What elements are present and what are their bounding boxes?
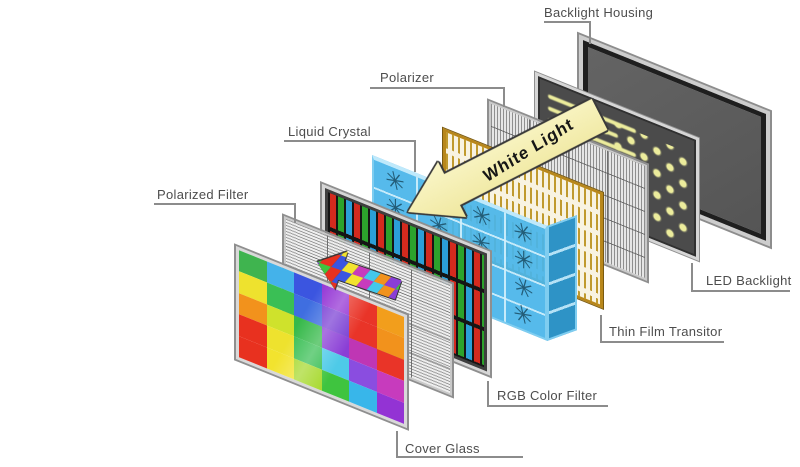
label-thin-film-transistor: Thin Film Transitor xyxy=(609,324,723,339)
leader-thin-film-transistor xyxy=(600,341,724,343)
liquid-crystal-side-face xyxy=(547,215,577,341)
leader-thin-film-transistor xyxy=(600,315,602,341)
leader-liquid-crystal xyxy=(414,140,416,172)
label-polarizer: Polarizer xyxy=(380,70,434,85)
leader-liquid-crystal xyxy=(284,140,416,142)
leader-polarizer xyxy=(503,87,505,107)
label-cover-glass: Cover Glass xyxy=(405,441,480,456)
label-polarized-filter: Polarized Filter xyxy=(157,187,249,202)
leader-rgb-color-filter xyxy=(487,381,489,405)
leader-polarized-filter xyxy=(294,203,296,223)
leader-cover-glass xyxy=(396,431,398,456)
leader-led-backlight xyxy=(691,263,693,290)
leader-rgb-color-filter xyxy=(487,405,608,407)
leader-polarizer xyxy=(370,87,505,89)
leader-backlight-housing xyxy=(544,21,590,23)
leader-backlight-housing xyxy=(589,21,591,44)
leader-cover-glass xyxy=(396,456,523,458)
leader-led-backlight xyxy=(691,290,790,292)
label-liquid-crystal: Liquid Crystal xyxy=(288,124,371,139)
label-rgb-color-filter: RGB Color Filter xyxy=(497,388,598,403)
leader-polarized-filter xyxy=(154,203,296,205)
label-led-backlight: LED Backlight xyxy=(706,273,792,288)
label-backlight-housing: Backlight Housing xyxy=(544,5,654,20)
